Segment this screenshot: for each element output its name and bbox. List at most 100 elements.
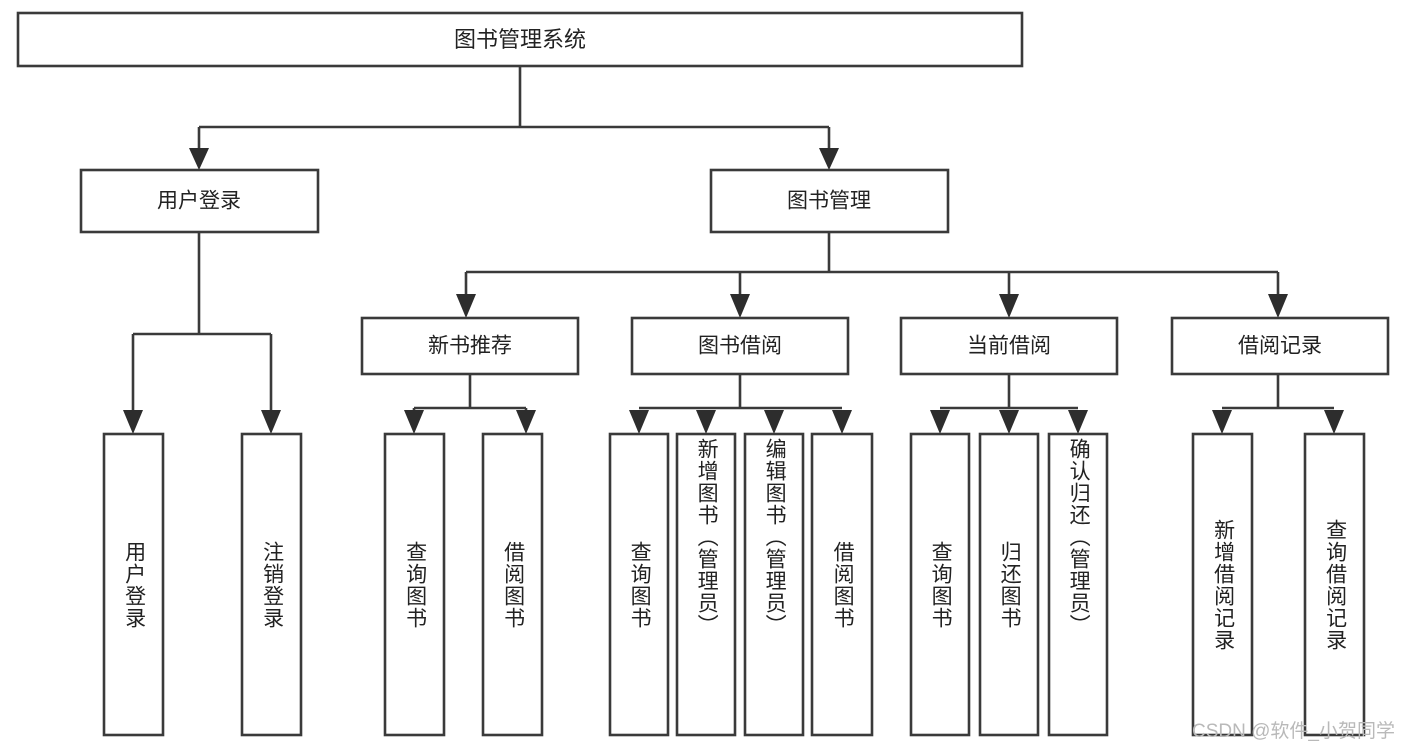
node-new-book-box[interactable]	[360, 316, 580, 376]
leaf-user-login-2[interactable]: 注销登录	[240, 432, 303, 737]
leaf-current-borrow-3[interactable]: 确认归还（管理员）	[1047, 432, 1109, 737]
leaf-book-borrow-2[interactable]: 新增图书（管理员）	[675, 432, 737, 737]
leaf-user-login-2-box[interactable]	[240, 432, 303, 737]
leaf-current-borrow-2-box[interactable]	[978, 432, 1040, 737]
arrow-head-borrow-record	[1268, 294, 1288, 318]
leaf-book-borrow-1-box[interactable]	[608, 432, 670, 737]
arrow-head-leaf-book-borrow-1	[629, 410, 649, 434]
csdn-watermark: CSDN @软件_小贺同学	[1192, 721, 1395, 742]
node-current-borrow[interactable]: 当前借阅	[899, 316, 1119, 376]
arrow-head-new-book	[456, 294, 476, 318]
node-current-borrow-box[interactable]	[899, 316, 1119, 376]
leaf-current-borrow-3-label: 确认归还（管理员）	[1067, 438, 1091, 636]
leaf-book-borrow-4[interactable]: 借阅图书	[810, 432, 874, 737]
leaf-new-book-2[interactable]: 借阅图书	[481, 432, 544, 737]
arrow-head-leaf-current-borrow-1	[930, 410, 950, 434]
leaf-user-login-1[interactable]: 用户登录	[102, 432, 165, 737]
node-book-borrow[interactable]: 图书借阅	[630, 316, 850, 376]
leaf-new-book-2-label: 借阅图书	[501, 540, 525, 629]
leaf-user-login-2-label-wrap: 注销登录	[261, 541, 284, 629]
leaf-borrow-record-2-label-wrap: 查询借阅记录	[1323, 518, 1347, 651]
leaf-book-borrow-4-label-wrap: 借阅图书	[831, 540, 855, 629]
arrow-head-book-borrow	[730, 294, 750, 318]
leaf-user-login-1-label: 用户登录	[122, 540, 146, 629]
node-user-login[interactable]: 用户登录	[79, 168, 320, 234]
leaf-borrow-record-2[interactable]: 查询借阅记录	[1303, 432, 1366, 737]
leaf-new-book-1[interactable]: 查询图书	[383, 432, 446, 737]
connector-group-root	[189, 66, 839, 170]
node-user-login-box[interactable]	[79, 168, 320, 234]
leaf-current-borrow-2-label: 归还图书	[998, 540, 1022, 629]
node-book-manage[interactable]: 图书管理	[709, 168, 950, 234]
arrow-head-leaf-book-borrow-2	[696, 410, 716, 434]
connector-group-book-manage	[456, 232, 1288, 318]
leaf-book-borrow-4-box[interactable]	[810, 432, 874, 737]
leaf-book-borrow-2-label-wrap: 新增图书（管理员）	[695, 438, 719, 636]
leaf-book-borrow-3-box[interactable]	[743, 432, 805, 737]
leaf-borrow-record-1-box[interactable]	[1191, 432, 1254, 737]
arrow-head-leaf-borrow-record-2	[1324, 410, 1344, 434]
node-borrow-record[interactable]: 借阅记录	[1170, 316, 1390, 376]
arrow-head-leaf-new-book-2	[516, 410, 536, 434]
node-book-borrow-label: 图书借阅	[698, 335, 782, 358]
leaf-book-borrow-1-label-wrap: 查询图书	[628, 540, 652, 629]
node-current-borrow-label: 当前借阅	[967, 335, 1051, 358]
node-new-book[interactable]: 新书推荐	[360, 316, 580, 376]
node-book-borrow-box[interactable]	[630, 316, 850, 376]
arrow-head-leaf-borrow-record-1	[1212, 410, 1232, 434]
arrow-head-leaf-book-borrow-4	[832, 410, 852, 434]
connector-group-current-borrow	[930, 374, 1088, 434]
arrow-head-leaf-book-borrow-3	[764, 410, 784, 434]
arrow-head-leaf-user-login-2	[261, 410, 281, 434]
leaf-current-borrow-1[interactable]: 查询图书	[909, 432, 971, 737]
node-root-box[interactable]	[16, 11, 1024, 68]
arrow-head-current-borrow	[999, 294, 1019, 318]
leaf-new-book-1-label-wrap: 查询图书	[403, 540, 427, 629]
leaf-book-borrow-1[interactable]: 查询图书	[608, 432, 670, 737]
node-borrow-record-label: 借阅记录	[1238, 335, 1322, 358]
node-new-book-label: 新书推荐	[428, 335, 512, 358]
leaf-new-book-1-box[interactable]	[383, 432, 446, 737]
leaf-book-borrow-1-label: 查询图书	[628, 540, 652, 629]
leaf-borrow-record-1[interactable]: 新增借阅记录	[1191, 432, 1254, 737]
leaf-user-login-1-box[interactable]	[102, 432, 165, 737]
node-user-login-label: 用户登录	[157, 190, 241, 213]
arrow-head-user-login	[189, 148, 209, 170]
connector-group-book-borrow	[629, 374, 852, 434]
leaf-user-login-1-label-wrap: 用户登录	[122, 540, 146, 629]
node-borrow-record-box[interactable]	[1170, 316, 1390, 376]
node-book-manage-label: 图书管理	[787, 190, 871, 213]
leaf-book-borrow-2-box[interactable]	[675, 432, 737, 737]
leaf-borrow-record-1-label-wrap: 新增借阅记录	[1211, 518, 1235, 651]
leaf-current-borrow-3-box[interactable]	[1047, 432, 1109, 737]
leaf-current-borrow-3-label-wrap: 确认归还（管理员）	[1067, 438, 1091, 636]
leaf-current-borrow-1-box[interactable]	[909, 432, 971, 737]
node-book-manage-box[interactable]	[709, 168, 950, 234]
leaf-current-borrow-2[interactable]: 归还图书	[978, 432, 1040, 737]
leaf-borrow-record-1-label: 新增借阅记录	[1211, 518, 1235, 651]
leaf-current-borrow-2-label-wrap: 归还图书	[998, 540, 1022, 629]
leaf-new-book-2-box[interactable]	[481, 432, 544, 737]
leaf-book-borrow-3[interactable]: 编辑图书（管理员）	[743, 432, 805, 737]
leaf-book-borrow-3-label: 编辑图书（管理员）	[763, 438, 787, 636]
leaf-current-borrow-1-label: 查询图书	[929, 540, 953, 629]
leaf-borrow-record-2-label: 查询借阅记录	[1323, 518, 1347, 651]
arrow-head-leaf-user-login-1	[123, 410, 143, 434]
leaf-new-book-1-label: 查询图书	[403, 540, 427, 629]
arrow-head-leaf-current-borrow-2	[999, 410, 1019, 434]
arrow-head-leaf-new-book-1	[404, 410, 424, 434]
arrow-head-leaf-current-borrow-3	[1068, 410, 1088, 434]
connector-group-user-login	[123, 232, 281, 434]
leaf-book-borrow-4-label: 借阅图书	[831, 540, 855, 629]
node-root-system[interactable]: 图书管理系统	[16, 11, 1024, 68]
node-root-label: 图书管理系统	[454, 27, 586, 52]
connector-group-borrow-record	[1212, 374, 1344, 434]
leaf-borrow-record-2-box[interactable]	[1303, 432, 1366, 737]
leaf-current-borrow-1-label-wrap: 查询图书	[929, 540, 953, 629]
arrow-head-book-manage	[819, 148, 839, 170]
leaf-new-book-2-label-wrap: 借阅图书	[501, 540, 525, 629]
leaf-book-borrow-2-label: 新增图书（管理员）	[695, 438, 719, 636]
leaf-book-borrow-3-label-wrap: 编辑图书（管理员）	[763, 438, 787, 636]
